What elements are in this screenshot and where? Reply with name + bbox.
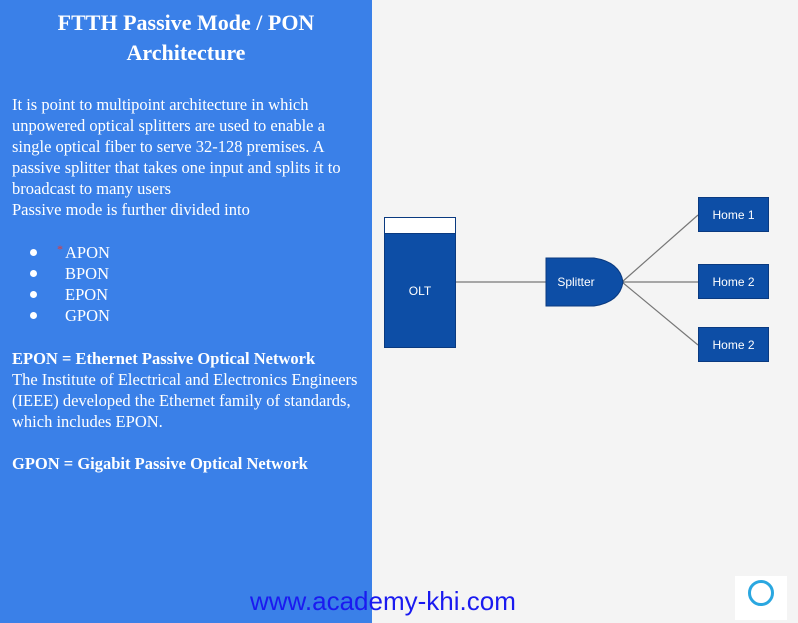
olt-top <box>384 217 456 234</box>
slide-text-panel: FTTH Passive Mode / PON Architecture It … <box>0 0 372 623</box>
bullet-icon <box>30 291 37 298</box>
epon-text: The Institute of Electrical and Electron… <box>12 370 358 431</box>
description-text-2: Passive mode is further divided into <box>12 200 250 219</box>
home-node-1: Home 1 <box>698 197 769 232</box>
splitter-shape <box>545 257 624 307</box>
description-text: It is point to multipoint architecture i… <box>12 95 341 198</box>
gpon-heading: GPON = Gigabit Passive Optical Network <box>12 454 308 473</box>
description: It is point to multipoint architecture i… <box>12 94 367 220</box>
bullet-icon <box>30 312 37 319</box>
home-node-2: Home 2 <box>698 264 769 299</box>
epon-heading: EPON = Ethernet Passive Optical Network <box>12 349 316 368</box>
home-node-3: Home 2 <box>698 327 769 362</box>
slide-title: FTTH Passive Mode / PON Architecture <box>57 10 315 65</box>
asterisk-icon: * <box>57 242 63 256</box>
olt-node: OLT <box>384 233 456 348</box>
splitter-node: Splitter <box>557 275 595 289</box>
bullet-icon <box>30 270 37 277</box>
bullet-icon <box>30 249 37 256</box>
academy-logo <box>735 576 787 620</box>
mouse-icon <box>748 580 774 606</box>
epon-section: EPON = Ethernet Passive Optical Network … <box>12 348 367 432</box>
website-footer: www.academy-khi.com <box>250 586 516 616</box>
